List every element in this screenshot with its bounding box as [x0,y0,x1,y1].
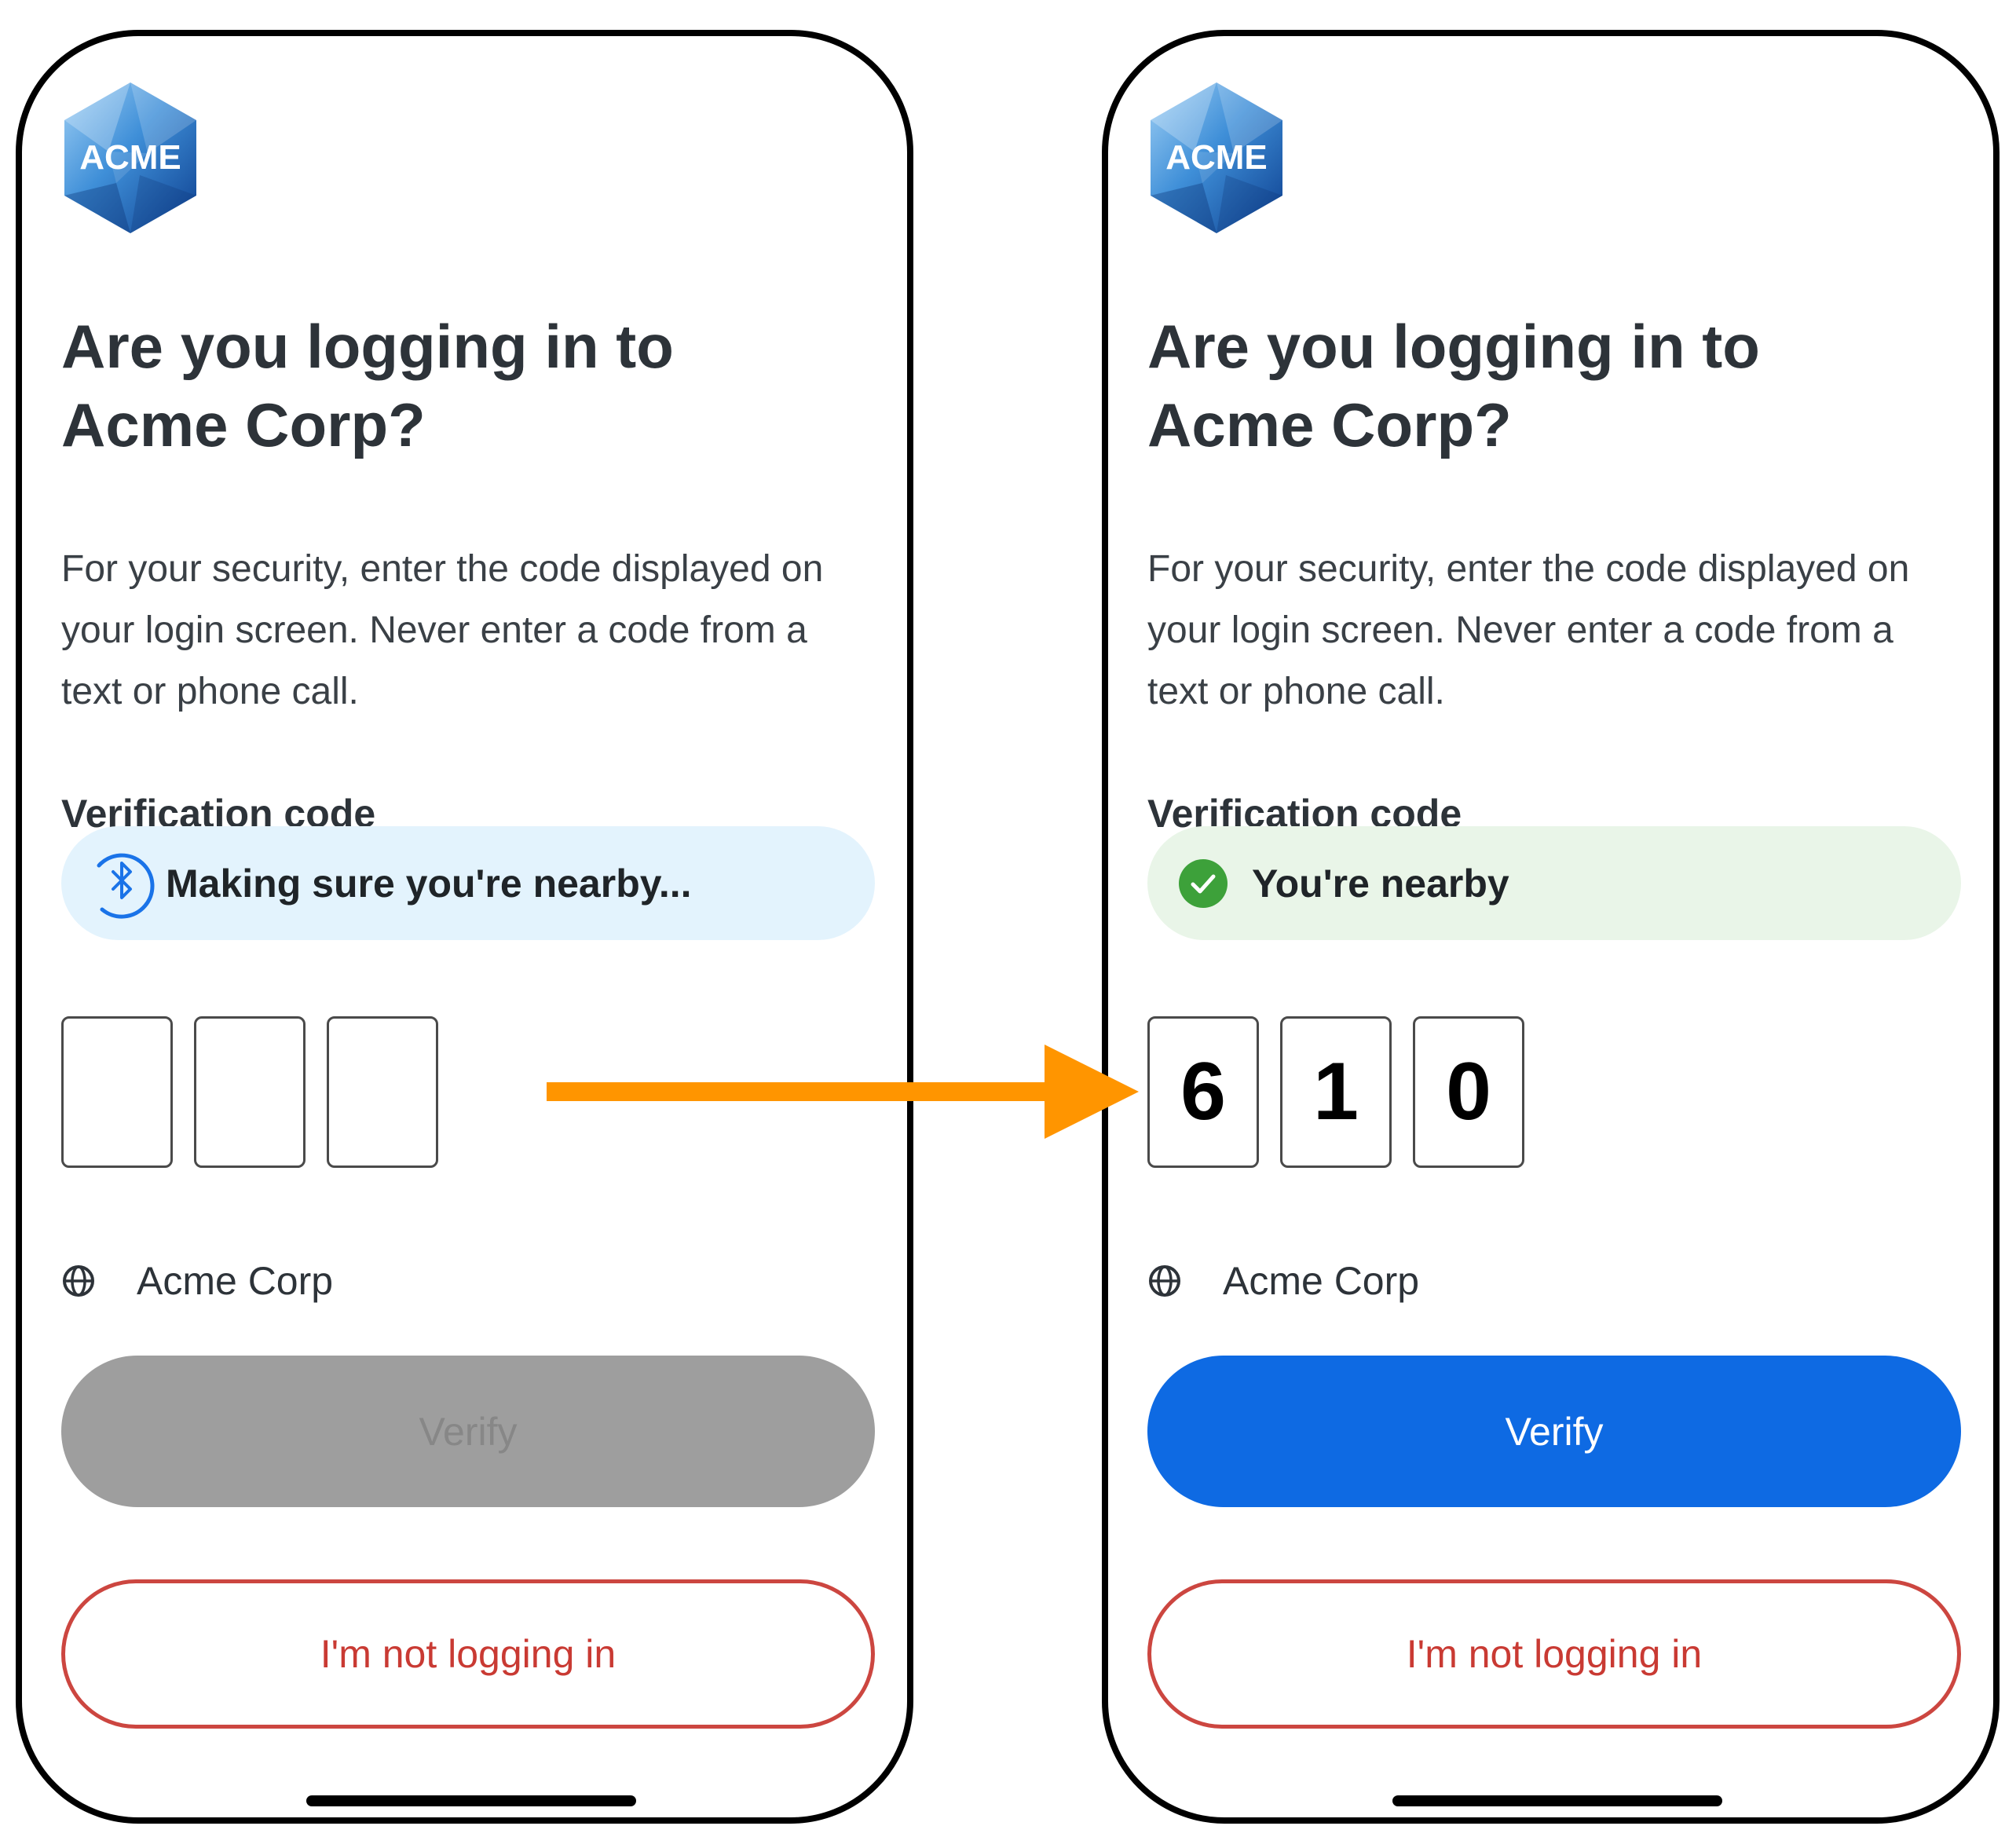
verify-button[interactable]: Verify [1147,1356,1961,1507]
proximity-status-banner: Making sure you're nearby... [61,826,875,940]
code-input-group [61,1016,438,1168]
code-digit-input[interactable]: 1 [1280,1016,1392,1168]
proximity-status-text: You're nearby [1252,862,1509,906]
proximity-status-text: Making sure you're nearby... [166,862,692,906]
not-logging-in-button[interactable]: I'm not logging in [61,1579,875,1729]
page-title: Are you logging in to Acme Corp? [1147,312,1760,459]
organization-row: Acme Corp [61,1253,333,1308]
organization-row: Acme Corp [1147,1253,1419,1308]
code-digit-input[interactable]: 0 [1413,1016,1524,1168]
organization-name: Acme Corp [1223,1259,1420,1303]
acme-logo-text: ACME [1165,138,1268,177]
bluetooth-icon [86,848,157,919]
code-digit-input[interactable] [327,1016,438,1168]
security-description: For your security, enter the code displa… [61,548,824,712]
acme-logo: ACME [61,81,199,235]
home-indicator [306,1795,636,1806]
home-indicator [1392,1795,1722,1806]
page-title: Are you logging in to Acme Corp? [61,312,674,459]
proximity-status-banner: You're nearby [1147,826,1961,940]
acme-logo-text: ACME [79,138,181,177]
globe-icon [61,1264,96,1298]
code-digit-input[interactable] [61,1016,173,1168]
security-description: For your security, enter the code displa… [1147,548,1910,712]
phone-screen-before: ACME Are you logging in to Acme Corp? Fo… [16,30,913,1824]
check-circle-icon [1179,859,1228,908]
acme-logo: ACME [1147,81,1286,235]
code-digit-input[interactable]: 6 [1147,1016,1259,1168]
code-digit-input[interactable] [194,1016,306,1168]
globe-icon [1147,1264,1182,1298]
phone-screen-after: ACME Are you logging in to Acme Corp? Fo… [1102,30,2000,1824]
verify-button[interactable]: Verify [61,1356,875,1507]
code-input-group: 6 1 0 [1147,1016,1524,1168]
not-logging-in-button[interactable]: I'm not logging in [1147,1579,1961,1729]
organization-name: Acme Corp [137,1259,334,1303]
arrow-right-icon [542,1045,1143,1139]
